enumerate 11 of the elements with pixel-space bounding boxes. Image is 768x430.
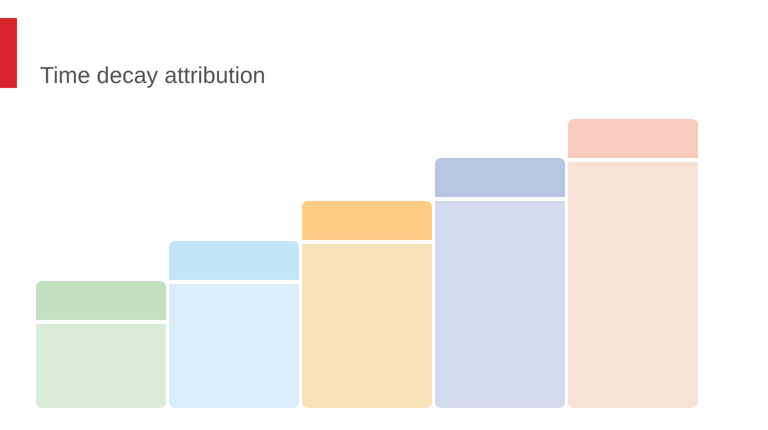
column-body [36,324,166,408]
column-header [36,281,166,320]
column-header [169,241,299,280]
column-header [302,201,432,240]
column-header [435,158,565,197]
column-body [169,284,299,408]
slide-title: Time decay attribution [40,62,266,89]
column-body [302,244,432,408]
column-body [435,201,565,408]
column-body [568,162,698,408]
column-header [568,119,698,158]
